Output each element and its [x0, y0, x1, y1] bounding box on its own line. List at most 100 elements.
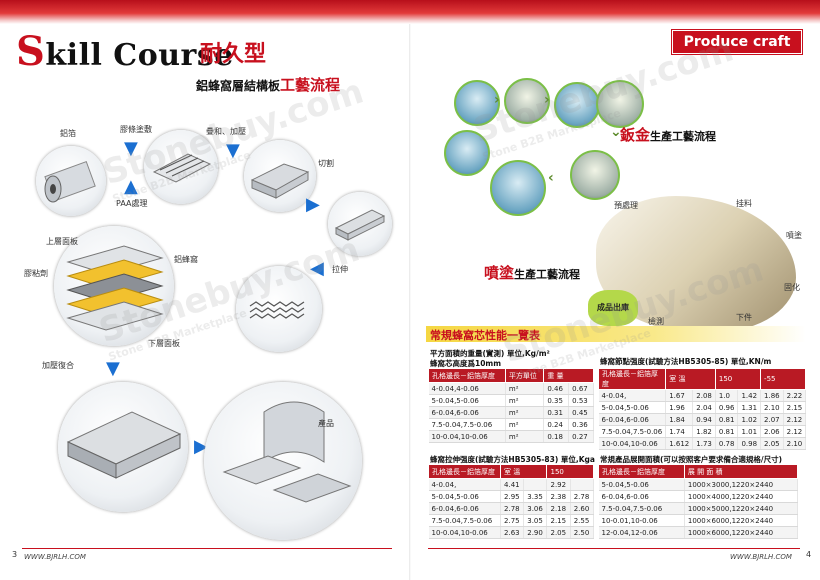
table-cell: 1000×5000,1220×2440: [684, 502, 799, 515]
product-panels-icon: [222, 401, 352, 503]
table-cell: 1.74: [665, 425, 694, 438]
table-cell: 0.18: [543, 430, 570, 443]
table-cell: 1.01: [737, 425, 762, 438]
table-cell: 6-0.04,6-0.06: [428, 502, 502, 515]
label-press: 加壓復合: [42, 361, 74, 370]
table-cell: 5-0.04,5-0.06: [598, 401, 667, 414]
tensile-caption: 蜂窩拉伸强度(試驗方法HB5305-83) 單位,Kga: [430, 455, 595, 464]
top-banner: [0, 0, 820, 24]
table-cell: 1000×3000,1220×2440: [684, 478, 799, 491]
arrow-down-icon: ⌄: [610, 124, 622, 140]
table-cell: 0.36: [568, 418, 594, 431]
table-header-cell: 孔格邊長－鋁箔厚度: [428, 368, 506, 383]
subtitle-prefix: 鋁蜂窩層結構板: [196, 79, 281, 93]
table-cell: 2.18: [546, 502, 571, 515]
table-cell: [570, 478, 595, 491]
spray-step-inspect: 檢測: [648, 317, 664, 326]
table-header-cell: 展 開 面 積: [683, 464, 799, 479]
table-cell: 2.78: [570, 490, 595, 503]
table-cell: 2.12: [783, 425, 807, 438]
table-cell: 2.90: [523, 526, 548, 539]
table-cell: 2.78: [500, 502, 525, 515]
sheet-metal-prefix: 鈑金: [620, 126, 651, 144]
table-cell: 10-0.04,10-0.06: [598, 437, 667, 450]
sheet-metal-rest: 生產工藝流程: [650, 130, 717, 143]
table-header-cell: 平方單位: [504, 368, 545, 383]
table-cell: 12-0.04,12-0.06: [598, 526, 685, 539]
title-rest: kill Course: [45, 38, 234, 73]
table-cell: 1.67: [665, 389, 694, 402]
table-cell: [523, 478, 548, 491]
label-product: 產品: [318, 419, 334, 428]
footer-url-right: WWW.BJRLH.COM: [730, 553, 792, 561]
spray-step-hang: 挂料: [736, 199, 752, 208]
table-cell: 0.96: [715, 401, 739, 414]
label-stack: 疊和、加壓: [206, 127, 246, 136]
table-cell: 1.0: [715, 389, 739, 402]
table-cell: 2.04: [692, 401, 716, 414]
table-cell: 5-0.04,5-0.06: [428, 490, 502, 503]
table-cell: 1.86: [760, 389, 784, 402]
page-number-left: 3: [12, 550, 18, 559]
step-expanded-honeycomb: [236, 266, 322, 352]
table-cell: m²: [505, 394, 545, 407]
table-cell: m²: [505, 382, 545, 395]
table-cell: 10-0.01,10-0.06: [598, 514, 685, 527]
sheet-metal-photo-6: [490, 160, 546, 216]
spray-step-unload: 下件: [736, 313, 752, 322]
table-cell: 3.06: [523, 502, 548, 515]
label-foil: 鋁箔: [60, 129, 76, 138]
table-cell: 10-0.04,10-0.06: [428, 430, 506, 443]
label-adhesive: 膠粘劑: [24, 269, 48, 278]
page-number-right: 4: [806, 550, 812, 559]
sheet-metal-photo-1: [454, 80, 500, 126]
table-cell: 2.38: [546, 490, 571, 503]
table-cell: 5-0.04,5-0.06: [428, 394, 506, 407]
weight-caption-2: 蜂窩芯高度爲10mm: [430, 359, 502, 368]
table-header-cell: -55: [760, 368, 807, 390]
table-cell: m²: [505, 406, 545, 419]
sheet-metal-photo-2: [504, 78, 550, 124]
title-initial: S: [16, 28, 46, 75]
table-cell: 0.27: [568, 430, 594, 443]
table-cell: 2.92: [546, 478, 571, 491]
table-header-row: 孔格邊長－鋁箔厚度展 開 面 積: [598, 464, 799, 479]
spray-prefix: 噴塗: [484, 264, 515, 282]
shear-caption: 蜂窩節點强度(試驗方法HB5305-85) 單位,KN/m: [600, 357, 772, 366]
step-cut-strip: [328, 192, 392, 256]
label-cut: 切割: [318, 159, 334, 168]
table-cell: 3.35: [523, 490, 548, 503]
table-cell: 2.50: [570, 526, 595, 539]
sheet-metal-photo-7: [570, 150, 620, 200]
table-cell: 4.41: [500, 478, 525, 491]
table-cell: 3.05: [523, 514, 548, 527]
arrow-left-icon: ◀: [310, 258, 324, 279]
table-cell: 1000×6000,1220×2440: [684, 526, 799, 539]
table-cell: 7.5-0.04,7.5-0.06: [428, 514, 502, 527]
table-cell: 0.78: [715, 437, 739, 450]
table-cell: 1.02: [737, 413, 762, 426]
table-cell: 5-0.04,5-0.06: [598, 478, 685, 491]
step-stacked-block: [244, 140, 316, 212]
step-layered-assembly: [54, 226, 174, 346]
table-cell: 2.75: [500, 514, 525, 527]
arrow-up-icon: ▲: [124, 176, 138, 197]
arrow-right-icon: ▶: [306, 194, 320, 215]
page-spine: [409, 24, 411, 580]
